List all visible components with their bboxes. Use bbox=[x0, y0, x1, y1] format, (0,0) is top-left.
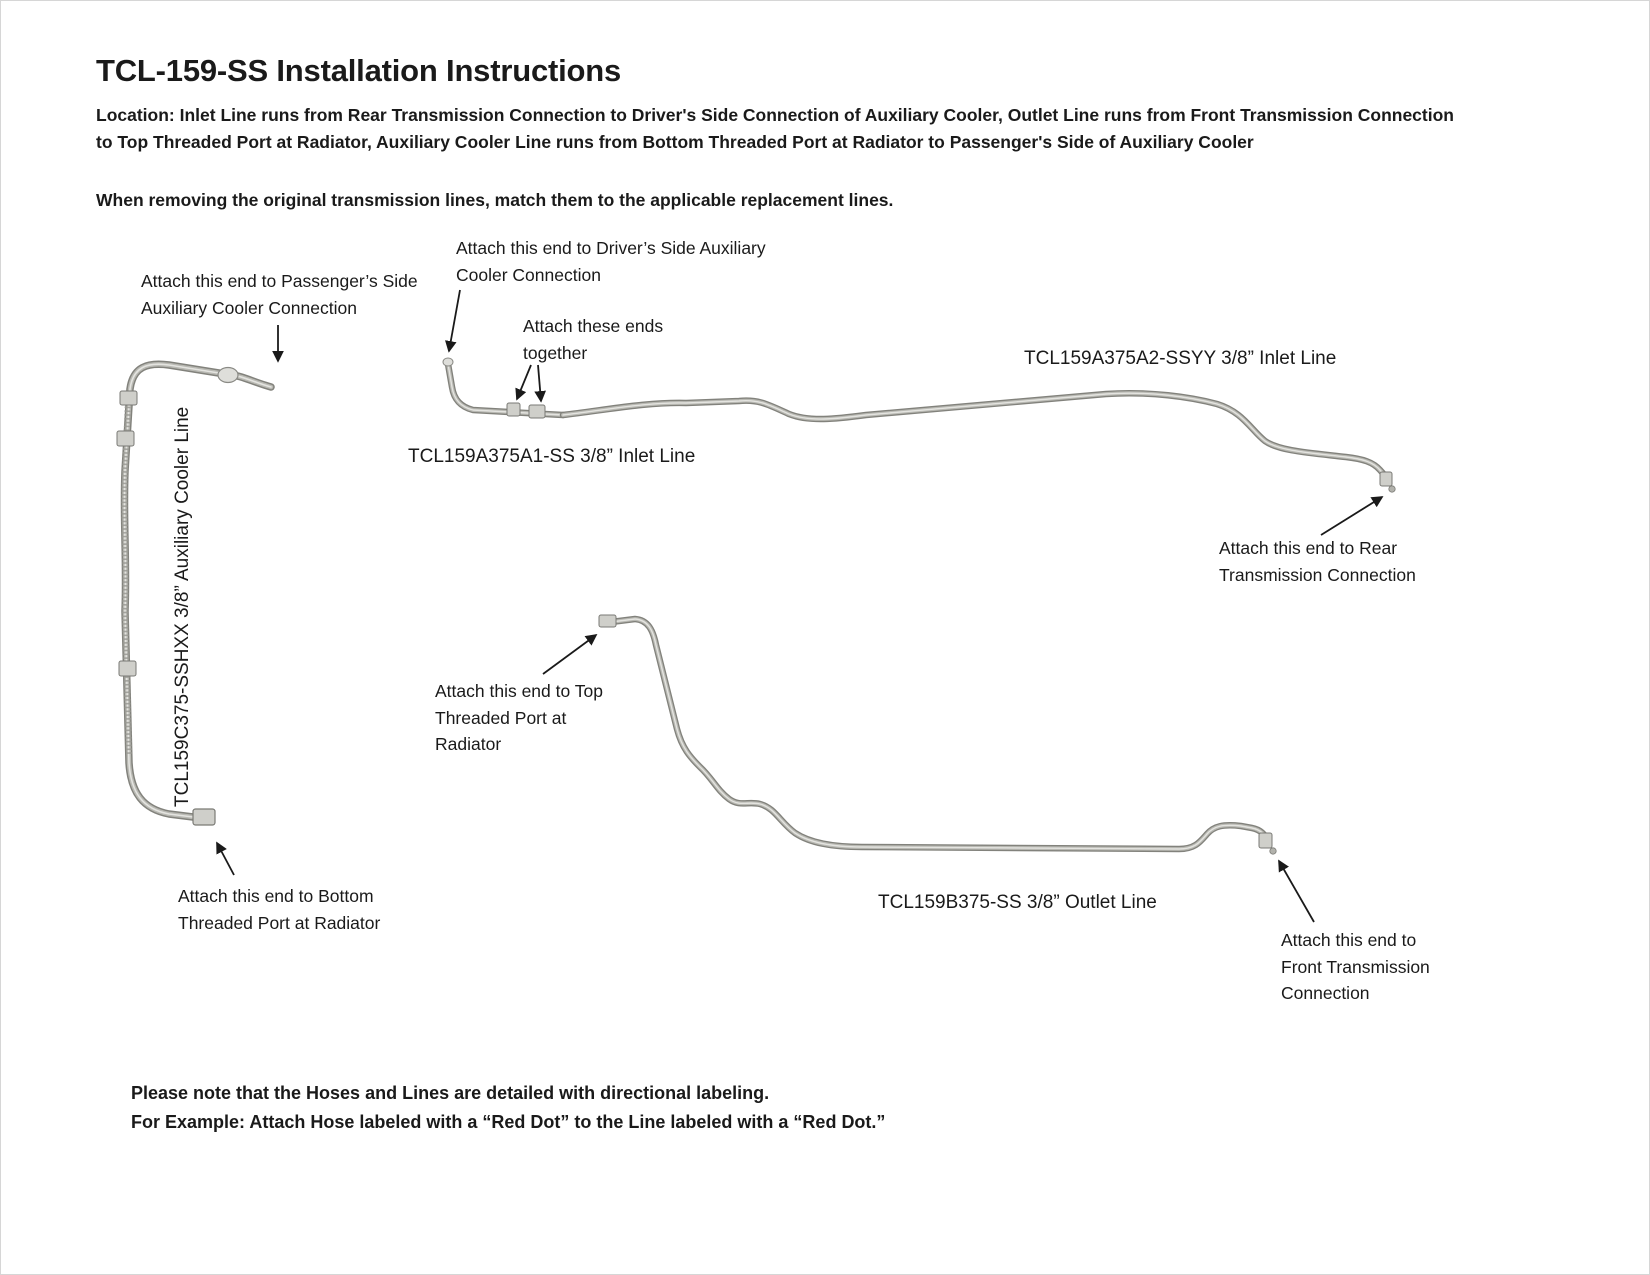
arrow-bottom-threaded-port bbox=[216, 841, 235, 876]
aux-line-highlight bbox=[123, 363, 272, 819]
arrow-ends-together-right bbox=[534, 364, 547, 403]
inlet-a1-union-fitting bbox=[506, 402, 521, 417]
inlet-a1-highlight bbox=[447, 363, 564, 416]
footer-note-line1: Please note that the Hoses and Lines are… bbox=[131, 1083, 770, 1103]
inlet-line-a2 bbox=[559, 389, 1396, 493]
outlet-b-mid bbox=[609, 617, 1270, 851]
callout-arrows bbox=[216, 289, 1384, 923]
label-front-transmission-connection: Attach this end to Front Transmission Co… bbox=[1281, 930, 1430, 1004]
label-driver-side-connection: Attach this end to Driver’s Side Auxilia… bbox=[456, 238, 766, 285]
outlet-b-highlight bbox=[610, 618, 1269, 850]
inlet-a2-highlight bbox=[562, 392, 1389, 480]
inlet-a1-tip-flare bbox=[442, 357, 454, 367]
label-attach-ends-together: Attach these ends together bbox=[523, 316, 664, 363]
page-title: TCL-159-SS Installation Instructions bbox=[96, 53, 622, 88]
aux-crimp-collar-top bbox=[119, 390, 138, 406]
footer-note: Please note that the Hoses and Lines are… bbox=[131, 1079, 1111, 1137]
label-passenger-side-connection: Attach this end to Passenger’s Side Auxi… bbox=[141, 271, 418, 318]
label-inlet-line-a2: TCL159A375A2-SSYY 3/8” Inlet Line bbox=[1024, 348, 1337, 369]
label-outlet-line-b: TCL159B375-SS 3/8” Outlet Line bbox=[878, 892, 1157, 913]
arrow-top-threaded-port bbox=[542, 633, 598, 675]
aux-crimp-collar-upper bbox=[116, 430, 135, 447]
inlet-a2-end-tip bbox=[1388, 485, 1396, 493]
label-aux-cooler-line: TCL159C375-SSHXX 3/8” Auxiliary Cooler L… bbox=[172, 406, 193, 807]
outlet-b-outer bbox=[607, 615, 1272, 853]
outlet-line-b bbox=[598, 614, 1277, 855]
aux-line-bottom-fitting bbox=[192, 808, 216, 826]
aux-line-washer bbox=[217, 366, 239, 384]
aux-line-outer bbox=[120, 360, 275, 822]
aux-line-braid-texture bbox=[121, 398, 132, 757]
aux-crimp-collar-lower bbox=[118, 660, 137, 677]
label-inlet-line-a1: TCL159A375A1-SS 3/8” Inlet Line bbox=[408, 446, 696, 467]
aux-cooler-line bbox=[116, 360, 275, 826]
arrow-rear-transmission bbox=[1320, 496, 1384, 536]
arrow-ends-together-left bbox=[515, 364, 532, 401]
arrow-driver-connection bbox=[445, 289, 461, 353]
label-bottom-threaded-port: Attach this end to Bottom Threaded Port … bbox=[178, 886, 381, 933]
intro-text: When removing the original transmission … bbox=[96, 190, 894, 210]
arrow-front-transmission bbox=[1278, 859, 1315, 923]
outlet-b-end-tip bbox=[1269, 847, 1277, 855]
label-rear-transmission-connection: Attach this end to Rear Transmission Con… bbox=[1219, 538, 1416, 585]
outlet-b-top-fitting bbox=[598, 614, 617, 628]
label-top-threaded-port: Attach this end to Top Threaded Port at … bbox=[435, 681, 603, 755]
inlet-line-a1 bbox=[442, 357, 567, 419]
footer-note-line2: For Example: Attach Hose labeled with a … bbox=[131, 1111, 886, 1132]
outlet-b-end-fitting bbox=[1258, 832, 1273, 849]
inlet-a2-union-fitting bbox=[528, 404, 546, 419]
aux-line-mid bbox=[122, 362, 274, 821]
location-text: Location: Inlet Line runs from Rear Tran… bbox=[96, 105, 1454, 153]
inlet-a2-end-fitting bbox=[1379, 471, 1393, 487]
